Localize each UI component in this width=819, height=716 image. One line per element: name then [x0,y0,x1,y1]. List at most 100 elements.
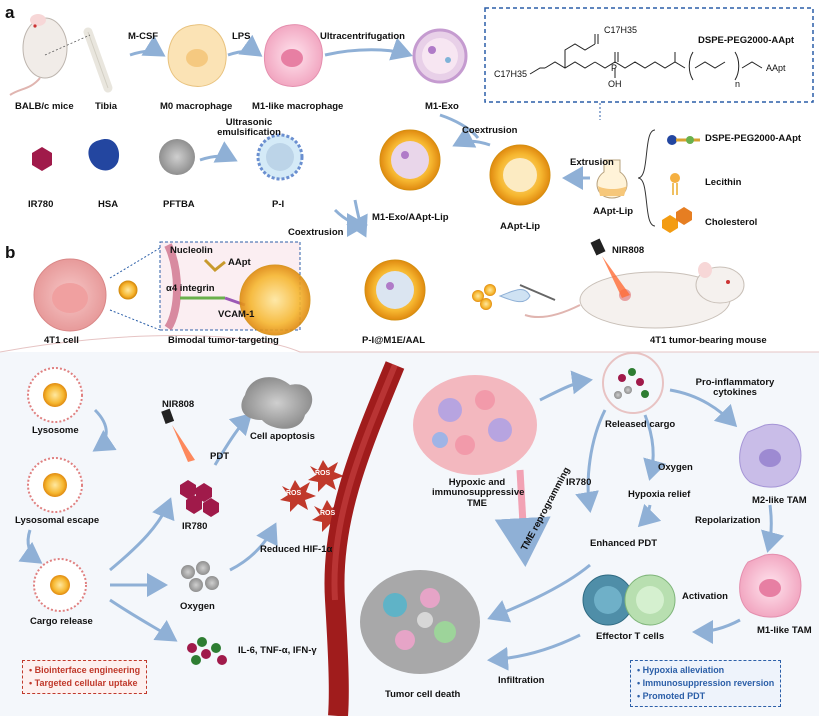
arrow-mcsf [129,35,166,57]
label-hypoxic-tme: Hypoxic and immunosuppressive TME [432,477,525,509]
label-hsa: HSA [98,199,119,210]
lysosomal-escape [27,457,83,513]
m1-tam-cell [739,553,802,618]
pftba-droplet [159,139,195,175]
label-lysosome: Lysosome [32,425,79,436]
arrow-ultrasonic [199,141,238,163]
label-pi-m1e: P-I@M1E/AAL [362,335,426,346]
label-aapt-lip2: AApt-Lip [593,206,634,217]
chem-oh: OH [608,79,622,89]
label-m0: M0 macrophage [160,101,233,112]
label-tibia: Tibia [95,101,117,112]
cargo-release [33,558,87,612]
arrow-lps [227,34,263,57]
arrow-ultracentrifugation [324,37,413,61]
label-extrusion: Extrusion [570,157,614,168]
arrow-coextrusion1 [452,126,491,148]
label-dspe-title: DSPE-PEG2000-AApt [698,35,795,46]
small-nanoparticle [118,280,138,300]
aapt-lip-nanoparticle [489,144,551,206]
label-m1like: M1-like macrophage [252,101,344,112]
label-nir-mid: NIR808 [162,399,195,410]
label-repolarization: Repolarization [695,515,761,526]
label-a4integrin: α4 integrin [166,283,215,294]
label-ultrasonic: Ultrasonic emulsification [217,117,281,139]
label-oxygen2: Oxygen [658,462,693,473]
label-m1exo: M1-Exo [425,101,459,112]
label-ir780-b: IR780 [182,521,208,532]
chemical-structure [529,34,763,81]
label-cell-apoptosis: Cell apoptosis [250,431,315,442]
label-pdt: PDT [210,451,229,462]
label-cytokines: IL-6, TNF-α, IFN-γ [238,645,317,656]
ros-label-2: ROS [315,470,331,477]
label-4t1-cell: 4T1 cell [44,335,79,346]
section-divider [0,335,819,353]
4t1-cell [33,258,107,332]
red-box-item-1: • Biointerface engineering [29,665,141,675]
label-lysosomal-escape: Lysosomal escape [15,515,100,526]
label-hypoxia-relief: Hypoxia relief [628,489,691,500]
lecithin-icon [670,173,680,195]
label-dspe-item: DSPE-PEG2000-AApt [705,133,802,144]
effector-t-cells [582,574,676,626]
ros-label-3: ROS [320,510,336,517]
label-nir-top: NIR808 [612,245,645,256]
cholesterol-icon [662,207,692,233]
label-bimodal: Bimodal tumor-targeting [168,335,279,346]
label-m2tam: M2-like TAM [752,495,807,506]
lysosome [27,367,83,423]
flask-icon [596,159,628,199]
label-mcsf: M-CSF [128,31,159,42]
label-mice: BALB/c mice [15,101,74,112]
label-mouse: 4T1 tumor-bearing mouse [650,335,767,346]
ir780-cluster [180,480,219,517]
m1exo-aapt-lip [379,129,441,191]
blue-box-item-2: • Immunosuppression reversion [637,678,775,688]
red-box-item-2: • Targeted cellular uptake [29,678,138,688]
label-coextrusion1: Coextrusion [462,125,518,136]
label-ir780-2: IR780 [566,477,592,488]
nir-laser-mid [161,408,195,462]
tme-reprogramming-arrow [494,469,551,567]
label-m1exo-aapt: M1-Exo/AApt-Lip [372,212,449,223]
label-proinflam: Pro-inflammatory cytokines [695,377,775,399]
cytokine-cluster [187,637,227,665]
label-ultracentrifugation: Ultracentrifugation [320,31,405,42]
chem-c17-left: C17H35 [494,69,528,79]
label-aapt-lip: AApt-Lip [500,221,541,232]
label-released-cargo: Released cargo [605,419,676,430]
tumor-bearing-mouse [524,262,745,329]
m0-macrophage [167,24,227,87]
label-effector-t: Effector T cells [596,631,665,642]
label-m1tam: M1-like TAM [757,625,812,636]
blue-box-item-1: • Hypoxia alleviation [637,665,725,675]
panel-b-label: b [5,243,16,262]
tumor-death-mass [360,570,480,674]
m1like-macrophage [263,24,323,87]
chemical-structure-box [484,7,814,103]
chem-n: n [735,79,741,89]
nanoparticle-cluster [472,284,496,310]
m2-tam-cell [739,423,802,488]
label-vcam1: VCAM-1 [218,309,255,320]
red-summary-box: • Biointerface engineering • Targeted ce… [22,660,148,694]
hypoxic-tumor-mass [413,375,537,475]
label-pftba: PFTBA [163,199,195,210]
label-ir780: IR780 [28,199,54,210]
label-coextrusion2: Coextrusion [288,227,344,238]
ir780-molecule [32,147,52,171]
mouse-illustration [9,14,68,96]
tibia-bone [83,27,113,93]
blue-summary-box: • Hypoxia alleviation • Immunosuppressio… [630,660,782,707]
label-tumor-death: Tumor cell death [385,689,461,700]
syringe-icon [519,284,556,301]
panel-a-label: a [5,3,15,22]
label-aapt: AApt [228,257,251,268]
label-activation: Activation [682,591,728,602]
arrow-exo-to-lip [439,113,480,139]
blue-box-item-3: • Promoted PDT [637,691,706,701]
released-cargo [602,352,664,414]
label-cholesterol: Cholesterol [705,217,758,228]
